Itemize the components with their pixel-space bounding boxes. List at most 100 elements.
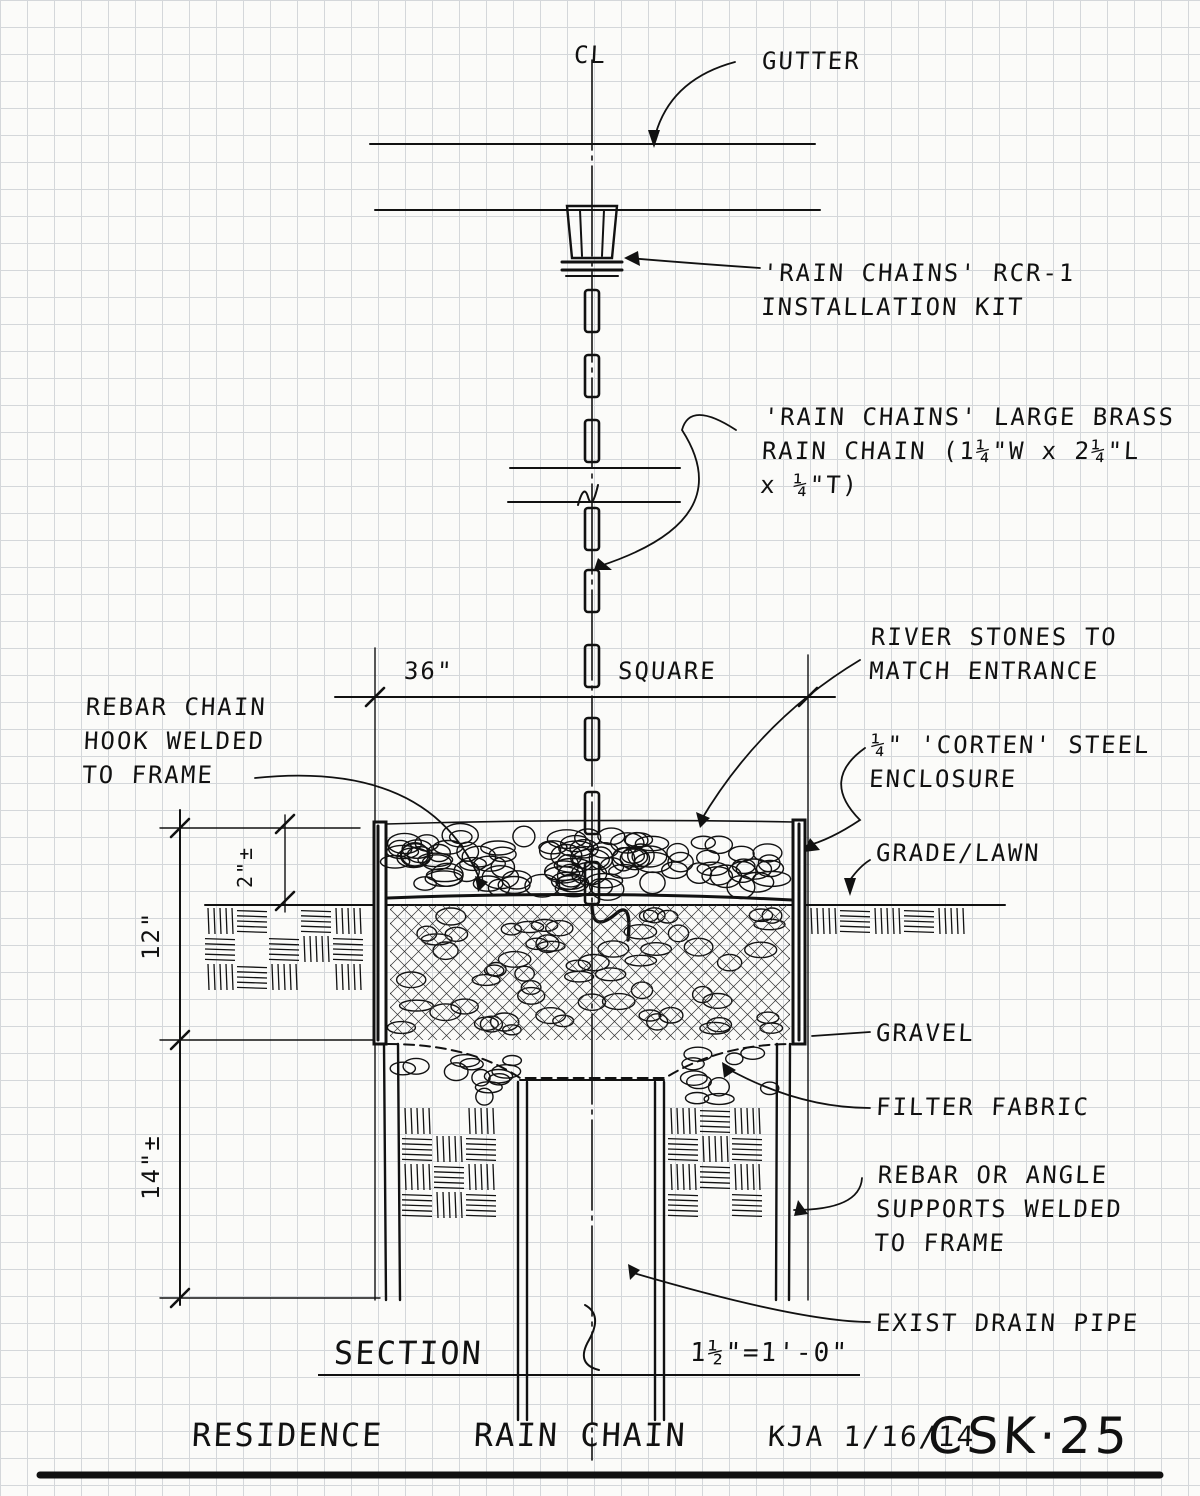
soil-hatch-line xyxy=(295,963,298,991)
crosshatch-line xyxy=(0,905,87,1040)
crosshatch-line xyxy=(974,905,1109,1040)
corten-label: ¼" 'CORTEN' STEEL ENCLOSURE xyxy=(868,731,1152,793)
drain-pipe xyxy=(516,1079,666,1422)
stone xyxy=(395,971,427,989)
soil-hatch-line xyxy=(492,1163,495,1191)
soil-hatch-line xyxy=(428,1107,431,1135)
soil-hatch-line xyxy=(465,1137,497,1141)
crosshatch-line xyxy=(735,905,790,960)
crosshatch-line xyxy=(0,905,17,1040)
crosshatch-line xyxy=(390,905,410,925)
soil-hatch-line xyxy=(699,1130,731,1134)
soil-hatch-line xyxy=(271,963,274,991)
stone xyxy=(608,863,640,879)
install-kit-label: 'RAIN CHAINS' RCR-1 INSTALLATION KIT xyxy=(760,259,1077,321)
soil-hatch-line xyxy=(401,1158,433,1162)
crosshatch-line xyxy=(390,992,438,1040)
crosshatch-line xyxy=(0,905,129,1040)
crosshatch-line xyxy=(8,905,143,1040)
stone xyxy=(414,834,440,852)
soil-hatch-line xyxy=(699,1186,731,1190)
stone xyxy=(706,1016,733,1033)
stone xyxy=(441,822,480,848)
soil-hatch-line xyxy=(667,1153,699,1156)
stone xyxy=(619,847,651,871)
stone xyxy=(538,841,562,860)
soil-hatch-line xyxy=(474,1107,477,1135)
soil-hatch-line xyxy=(682,1163,685,1191)
stone xyxy=(471,973,501,987)
crosshatch-line xyxy=(0,905,17,1040)
stone xyxy=(686,1074,713,1090)
gravel-label: GRAVEL xyxy=(875,1019,976,1047)
soil-hatch-line xyxy=(300,909,332,913)
soil-hatch-line xyxy=(236,915,268,918)
stone xyxy=(610,832,645,854)
stone xyxy=(386,1020,417,1035)
soil-hatch-line xyxy=(465,1214,497,1218)
crosshatch-line xyxy=(988,905,1123,1040)
stone xyxy=(686,862,713,884)
soil-hatch-line xyxy=(886,907,889,935)
soil-hatch-line xyxy=(752,1163,755,1191)
soil-hatch-line xyxy=(268,948,300,951)
crosshatch-line xyxy=(390,905,494,1009)
crosshatch-line xyxy=(1058,905,1193,1040)
soil-hatch-line xyxy=(731,1204,763,1207)
stone xyxy=(525,937,549,951)
soil-hatch-line xyxy=(401,1204,433,1207)
soil-hatch-line xyxy=(734,1163,737,1191)
crosshatch-line xyxy=(0,905,87,1040)
crosshatch-line xyxy=(1016,905,1151,1040)
crosshatch-line xyxy=(390,905,452,967)
soil-hatch-line xyxy=(667,1209,699,1212)
crosshatch-line xyxy=(0,905,31,1040)
crosshatch-line xyxy=(390,905,522,1037)
crosshatch-line xyxy=(539,905,676,1040)
soil-hatch-line xyxy=(670,1107,673,1135)
crosshatch-line xyxy=(390,905,480,995)
stone xyxy=(679,1070,708,1087)
soil-hatch-line xyxy=(341,907,344,935)
dim-14-label: 14"± xyxy=(137,1134,165,1200)
crosshatch-line xyxy=(441,905,578,1040)
soil-hatch-line xyxy=(236,920,268,923)
stone xyxy=(735,858,773,880)
crosshatch-line xyxy=(567,905,704,1040)
grade-label: GRADE/LAWN xyxy=(875,839,1042,867)
stone xyxy=(489,1012,520,1032)
soil-hatch-line xyxy=(731,1143,763,1146)
crosshatch-line xyxy=(749,999,790,1040)
stone xyxy=(387,839,413,858)
soil-hatch-line xyxy=(474,1163,477,1191)
soil-hatch-line xyxy=(341,963,344,991)
crosshatch-line xyxy=(1030,905,1165,1040)
stone xyxy=(577,953,610,972)
river-stones xyxy=(379,822,792,1106)
soil-hatch-line xyxy=(460,1191,463,1219)
soil-hatch-line xyxy=(465,1204,497,1207)
soil-hatch-line xyxy=(433,1176,465,1179)
soil-hatch-line xyxy=(300,930,332,934)
crosshatch-line xyxy=(218,905,353,1040)
crosshatch-line xyxy=(1058,905,1193,1040)
gravel-crosshatch xyxy=(0,905,1200,1040)
crosshatch-line xyxy=(162,905,297,1040)
stone xyxy=(473,855,507,872)
sheet-number: CSK·25 xyxy=(926,1407,1133,1465)
stone xyxy=(401,839,433,859)
soil-hatch-line xyxy=(752,1107,755,1135)
soil-hatch-line xyxy=(236,981,268,984)
crosshatch-line xyxy=(1072,905,1200,1040)
soil-hatch-line xyxy=(486,1163,489,1191)
stone xyxy=(630,981,654,1000)
soil-hatch-line xyxy=(236,986,268,990)
soil-hatch-line xyxy=(433,1171,465,1174)
stone xyxy=(459,856,488,872)
soil-hatch-line xyxy=(676,1163,679,1191)
soil-hatch-line xyxy=(667,1204,699,1207)
soil-hatch-line xyxy=(810,907,813,935)
section-title: SECTION xyxy=(333,1334,484,1372)
soil-hatch-line xyxy=(699,1176,731,1179)
crosshatch-line xyxy=(1016,905,1151,1040)
